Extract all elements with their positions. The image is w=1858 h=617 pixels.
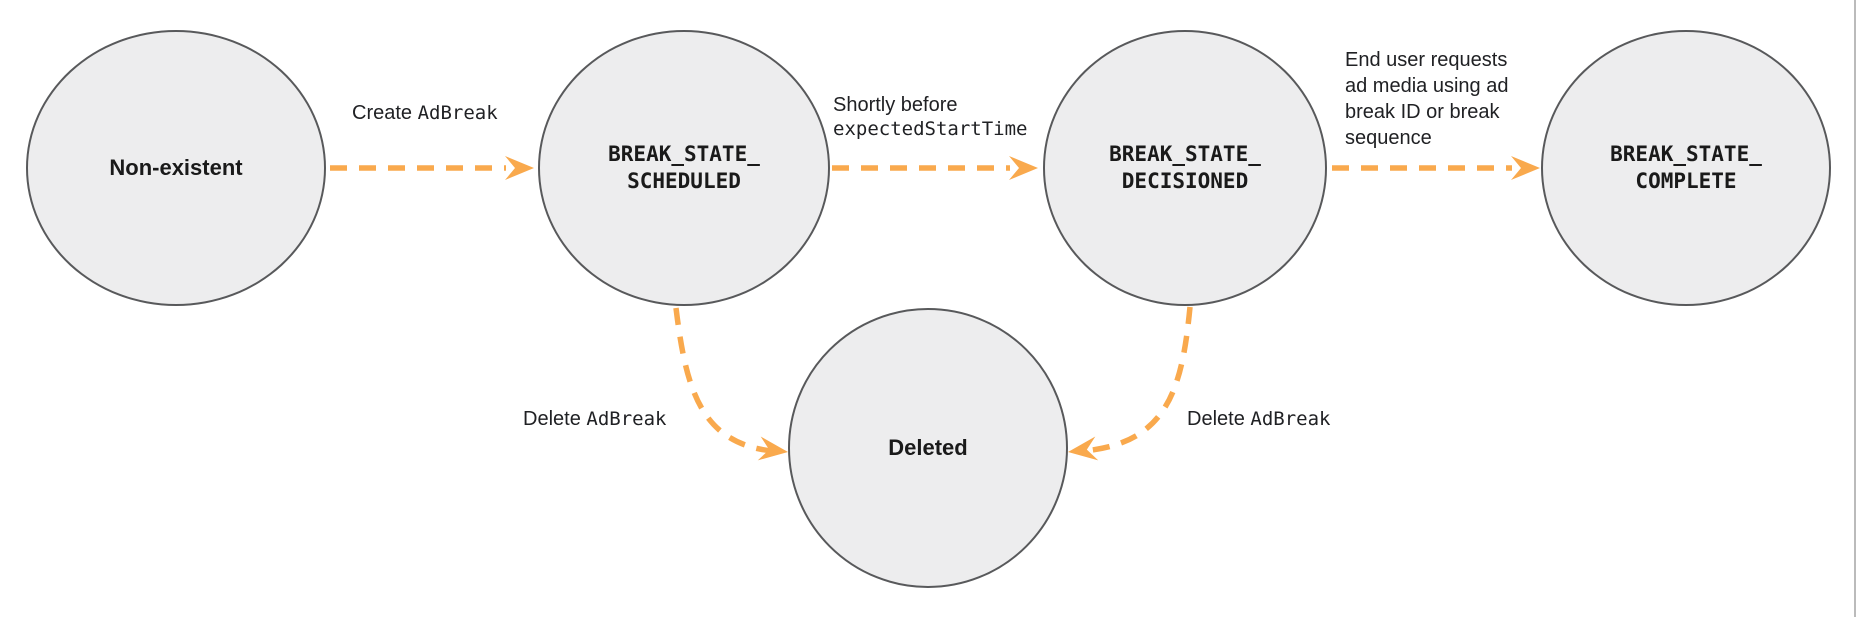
edge-label-text: Delete xyxy=(1187,408,1251,430)
state-node-break-state-complete: BREAK_STATE_ COMPLETE xyxy=(1541,30,1831,306)
edge-label-code: AdBreak xyxy=(586,408,667,430)
edge-label-text: Delete xyxy=(523,408,587,430)
state-node-non-existent: Non-existent xyxy=(26,30,326,306)
edge-label-code: expectedStartTime xyxy=(833,118,1028,140)
state-label-line: DECISIONED xyxy=(1121,169,1249,193)
state-label: BREAK_STATE_ DECISIONED xyxy=(1109,141,1261,195)
state-label-line: SCHEDULED xyxy=(627,169,741,193)
edge-label-create-adbreak: Create AdBreak xyxy=(352,101,498,125)
edge-label-text: Create xyxy=(352,102,418,124)
state-label-line: COMPLETE xyxy=(1635,169,1737,193)
state-label-line: BREAK_STATE_ xyxy=(1610,142,1762,166)
edge-label-text: ad media using ad xyxy=(1345,75,1509,97)
edge-label-delete-adbreak-left: Delete AdBreak xyxy=(523,407,666,431)
state-label: BREAK_STATE_ COMPLETE xyxy=(1610,141,1762,195)
arrowhead-icon xyxy=(1511,156,1540,180)
edge-label-text: sequence xyxy=(1345,127,1432,149)
arrowhead-icon xyxy=(757,436,788,461)
arrowhead-icon xyxy=(1068,436,1099,461)
state-label: Non-existent xyxy=(109,155,243,180)
edge-label-text: break ID or break xyxy=(1345,101,1500,123)
arrowhead-icon xyxy=(505,156,534,180)
edge-label-delete-adbreak-right: Delete AdBreak xyxy=(1187,407,1330,431)
state-label-line: BREAK_STATE_ xyxy=(1109,142,1261,166)
transition-arrow-delete-left xyxy=(673,307,773,454)
transition-arrow-delete-right xyxy=(1083,306,1193,454)
state-node-deleted: Deleted xyxy=(788,308,1068,588)
state-label: Deleted xyxy=(888,435,968,460)
edge-label-code: AdBreak xyxy=(417,102,498,124)
edge-label-text: Shortly before xyxy=(833,94,958,116)
edge-label-text: End user requests xyxy=(1345,49,1508,71)
edge-label-shortly-before: Shortly before expectedStartTime xyxy=(833,93,1027,141)
image-right-border xyxy=(1854,0,1856,617)
edge-label-code: AdBreak xyxy=(1250,408,1331,430)
state-label-line: BREAK_STATE_ xyxy=(608,142,760,166)
arrowhead-icon xyxy=(1009,156,1038,180)
state-label: BREAK_STATE_ SCHEDULED xyxy=(608,141,760,195)
edge-label-end-user-requests: End user requests ad media using ad brea… xyxy=(1345,47,1508,151)
state-node-break-state-scheduled: BREAK_STATE_ SCHEDULED xyxy=(538,30,830,306)
state-node-break-state-decisioned: BREAK_STATE_ DECISIONED xyxy=(1043,30,1327,306)
